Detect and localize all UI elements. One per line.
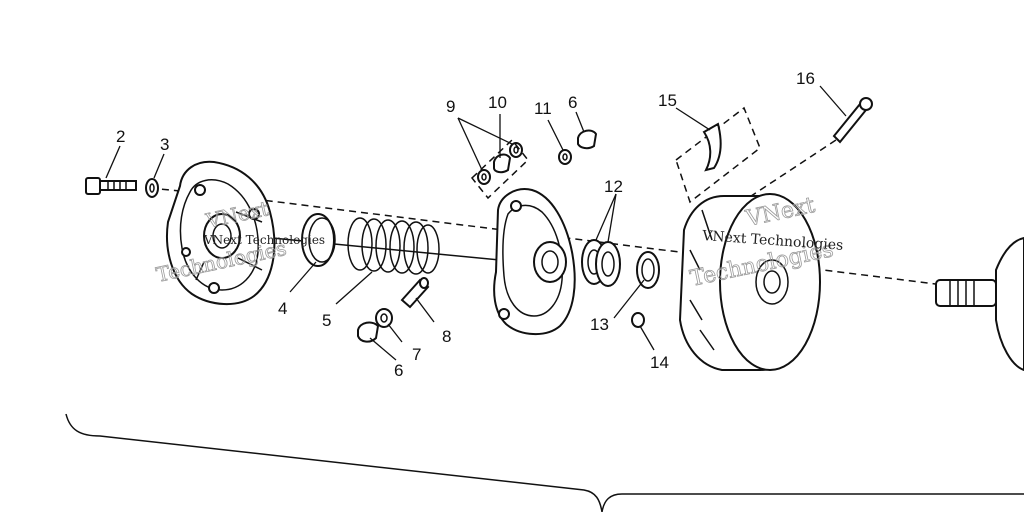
assembly-bracket — [65, 413, 1024, 513]
washer-part-9b — [509, 142, 523, 158]
callout-3: 3 — [160, 135, 169, 154]
callout-7: 7 — [412, 345, 421, 364]
nut-part-14 — [631, 312, 645, 328]
callout-9: 9 — [446, 97, 455, 116]
roller-part-10 — [493, 153, 512, 174]
callout-6-upper: 6 — [568, 93, 577, 112]
spider-assembly — [493, 188, 576, 335]
callout-12: 12 — [604, 177, 623, 196]
bolt-part-16 — [832, 97, 873, 144]
bushing-part-4 — [301, 213, 336, 267]
callout-numbers: 2 3 4 5 6 6 7 8 9 10 11 12 13 14 15 16 — [116, 69, 815, 380]
callout-6-lower: 6 — [394, 361, 403, 380]
washer-part-3 — [145, 178, 159, 198]
movable-sheave — [678, 193, 821, 371]
callout-14: 14 — [650, 353, 669, 372]
watermark-vnext-technologies-left: VNext Technologies — [203, 233, 325, 247]
seal-part-12 — [581, 239, 621, 287]
weight-part-15 — [702, 122, 722, 172]
spring-part-5 — [347, 217, 440, 275]
bolt-16-axis-line — [729, 139, 837, 211]
cover-plate — [166, 160, 276, 306]
callout-15: 15 — [658, 91, 677, 110]
roller-part-6-lower — [357, 321, 380, 343]
callout-5: 5 — [322, 311, 331, 330]
leader-lines — [105, 85, 847, 361]
callout-2: 2 — [116, 127, 125, 146]
roller-group-box — [470, 138, 530, 200]
washer-part-9 — [477, 169, 491, 185]
callout-4: 4 — [278, 299, 287, 318]
roller-part-6-upper — [577, 129, 598, 150]
bushing-part-13 — [636, 251, 660, 289]
washer-part-7 — [375, 308, 393, 328]
callout-13: 13 — [590, 315, 609, 334]
callout-11: 11 — [534, 99, 552, 118]
washer-part-11 — [558, 149, 572, 165]
main-axis-line — [229, 195, 1001, 293]
callout-16: 16 — [796, 69, 815, 88]
weight-group-box — [675, 106, 761, 204]
drive-shaft — [935, 236, 1024, 372]
callout-10: 10 — [488, 93, 507, 112]
callout-8: 8 — [442, 327, 451, 346]
bolt-part-2 — [85, 177, 137, 195]
pin-part-8 — [400, 277, 430, 309]
